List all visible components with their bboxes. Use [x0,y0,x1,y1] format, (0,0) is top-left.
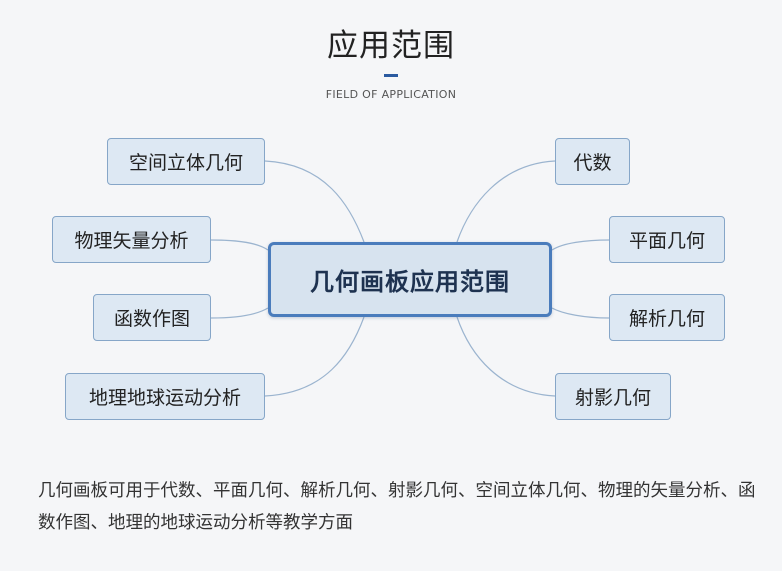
page-subtitle: FIELD OF APPLICATION [325,88,457,101]
connector-algebra [456,160,556,243]
node-earth-motion: 地理地球运动分析 [65,373,265,420]
node-spatial-geometry: 空间立体几何 [107,138,265,185]
node-analytic-geometry: 解析几何 [609,294,725,341]
node-function-plotting: 函数作图 [93,294,211,341]
node-plane-geometry: 平面几何 [609,216,725,263]
page-title: 应用范围 [327,28,455,64]
connector-plane-geometry [551,239,610,251]
connector-function-plotting [210,307,269,319]
connector-physics-vector [210,239,269,251]
connector-projective-geometry [456,316,556,397]
mindmap-center-node: 几何画板应用范围 [268,242,552,317]
connector-analytic-geometry [551,307,610,319]
description-text: 几何画板可用于代数、平面几何、解析几何、射影几何、空间立体几何、物理的矢量分析、… [38,481,756,533]
node-algebra: 代数 [555,138,630,185]
node-physics-vector: 物理矢量分析 [52,216,211,263]
node-projective-geometry: 射影几何 [555,373,671,420]
connector-earth-motion [264,316,365,397]
connector-spatial-geometry [264,160,365,243]
title-underline [384,74,398,77]
